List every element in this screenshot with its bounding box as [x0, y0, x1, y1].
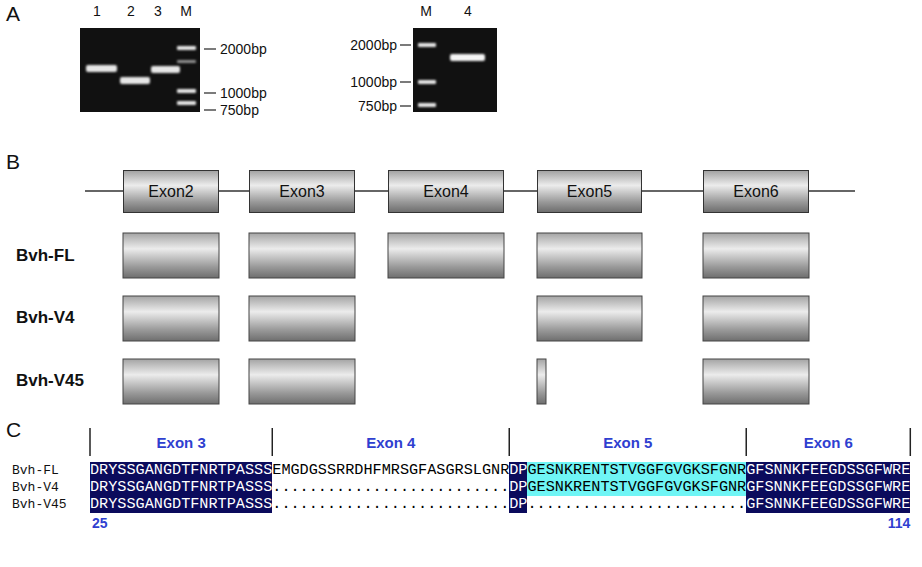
gel-image	[80, 28, 216, 112]
gel-band	[151, 66, 180, 73]
ladder-tick	[204, 109, 216, 110]
exon-box: Exon6	[703, 170, 809, 213]
ladder-band	[418, 103, 436, 107]
gel-band	[86, 65, 117, 72]
ladder-tick	[204, 92, 216, 93]
gel-background	[413, 28, 497, 112]
size-marker: 1000bp	[220, 85, 267, 101]
alignment-tick	[272, 428, 274, 456]
sequence-name: Bvh-V4	[12, 480, 59, 495]
size-marker: 2000bp	[350, 37, 397, 53]
sequence-segment: EMGDGSSRRDHFMRSGFASGRSLGNR	[272, 462, 509, 479]
lane-number: 1	[93, 3, 101, 19]
sequence-name: Bvh-FL	[12, 463, 59, 478]
alignment-row: DRYSSGANGDTFNRTPASSS....................…	[90, 479, 910, 496]
exon-block	[537, 233, 642, 278]
exon-block	[537, 296, 642, 341]
ladder-tick	[400, 105, 411, 106]
lane-number: M	[420, 3, 432, 19]
exon-header: Exon 5	[603, 434, 652, 451]
exon-box: Exon3	[249, 170, 355, 213]
exon-box: Exon5	[537, 170, 642, 213]
ladder-tick	[204, 48, 216, 49]
alignment-tick	[910, 428, 912, 456]
gel-image	[400, 28, 497, 112]
gel-band	[120, 77, 150, 84]
panel-letter: C	[6, 418, 21, 442]
size-marker: 2000bp	[220, 41, 267, 57]
exon-block	[703, 233, 809, 278]
exon-header: Exon 6	[804, 434, 853, 451]
exon-block	[249, 359, 355, 404]
alignment-tick	[745, 428, 747, 456]
exon-block	[703, 359, 809, 404]
alignment-row: DRYSSGANGDTFNRTPASSS....................…	[90, 496, 910, 513]
alignment-tick	[509, 428, 511, 456]
residue-number: 114	[888, 515, 911, 531]
lane-number: M	[180, 3, 192, 19]
exon-block	[123, 359, 219, 404]
residue-number: 25	[92, 515, 108, 531]
lane-number: 4	[464, 3, 472, 19]
exon-header: Exon 4	[366, 434, 415, 451]
exon-box: Exon4	[388, 170, 504, 213]
lane-number: 3	[154, 3, 162, 19]
lane-number: 2	[127, 3, 135, 19]
sequence-segment: DRYSSGANGDTFNRTPASSS	[90, 462, 272, 479]
sequence-segment: GESNKRENTSTVGGFGVGKSFGNR	[527, 462, 746, 479]
sequence-segment: ..........................	[272, 496, 509, 513]
exon-label: Exon5	[567, 183, 612, 201]
exon-box: Exon2	[123, 170, 219, 213]
ladder-tick	[400, 81, 411, 82]
isoform-name: Bvh-V45	[16, 371, 84, 391]
sequence-segment: DP	[509, 496, 527, 513]
gel-background	[80, 28, 200, 112]
exon-label: Exon2	[148, 183, 193, 201]
size-marker: 750bp	[358, 98, 397, 114]
sequence-segment: GFSNNKFEEGDSSGFWRE	[746, 479, 910, 496]
panel-letter: B	[6, 150, 20, 174]
sequence-segment: DP	[509, 462, 527, 479]
exon-block	[249, 296, 355, 341]
alignment-row: DRYSSGANGDTFNRTPASSSEMGDGSSRRDHFMRSGFASG…	[90, 462, 910, 479]
ladder-band	[177, 101, 196, 105]
panel-letter: A	[6, 2, 20, 26]
exon-block	[388, 233, 504, 278]
exon-block	[249, 233, 355, 278]
exon-block	[537, 359, 546, 404]
exon-block	[123, 233, 219, 278]
sequence-segment: GFSNNKFEEGDSSGFWRE	[746, 462, 910, 479]
ladder-band	[177, 46, 196, 50]
sequence-segment: GESNKRENTSTVGGFGVGKSFGNR	[527, 479, 746, 496]
ladder-band	[418, 80, 436, 84]
sequence-segment: GFSNNKFEEGDSSGFWRE	[746, 496, 910, 513]
ladder-band	[177, 60, 196, 63]
sequence-segment: ........................	[527, 496, 746, 513]
exon-label: Exon3	[279, 183, 324, 201]
exon-block	[123, 296, 219, 341]
gel-band	[450, 54, 485, 61]
size-marker: 750bp	[220, 102, 259, 118]
isoform-name: Bvh-V4	[16, 308, 75, 328]
size-marker: 1000bp	[350, 74, 397, 90]
sequence-segment: DP	[509, 479, 527, 496]
transcript-structure	[123, 233, 809, 404]
ladder-tick	[400, 44, 411, 45]
sequence-segment: DRYSSGANGDTFNRTPASSS	[90, 479, 272, 496]
isoform-name: Bvh-FL	[16, 246, 75, 266]
sequence-segment: ..........................	[272, 479, 509, 496]
exon-header: Exon 3	[157, 434, 206, 451]
sequence-name: Bvh-V45	[12, 497, 67, 512]
exon-block	[703, 296, 809, 341]
alignment-tick	[89, 428, 91, 456]
ladder-band	[418, 43, 436, 47]
ladder-band	[177, 89, 196, 93]
exon-label: Exon4	[423, 183, 468, 201]
sequence-segment: DRYSSGANGDTFNRTPASSS	[90, 496, 272, 513]
exon-label: Exon6	[733, 183, 778, 201]
